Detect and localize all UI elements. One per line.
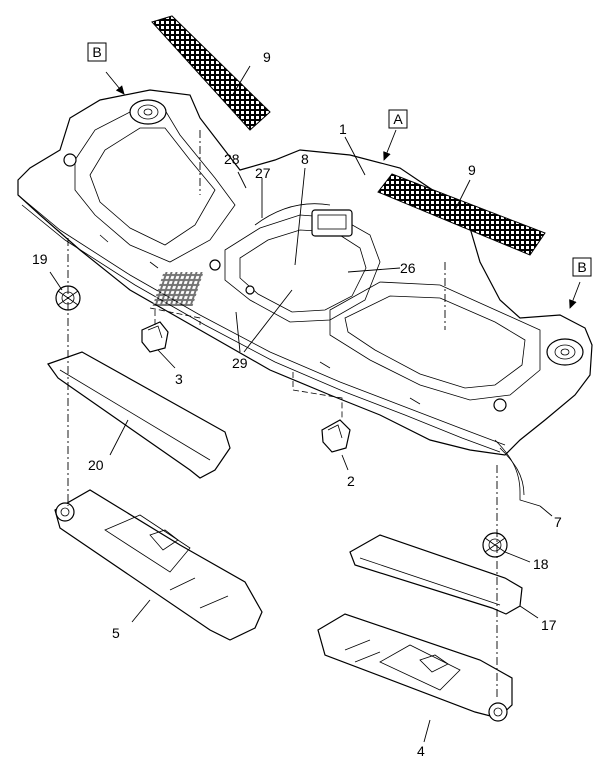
headliner-console bbox=[17, 89, 593, 507]
pivot-mount-5 bbox=[55, 502, 75, 522]
clip-2 bbox=[321, 419, 351, 453]
pivot-mount-4 bbox=[488, 702, 508, 722]
view-ref-a: A bbox=[388, 109, 408, 129]
view-ref-b-right: B bbox=[572, 257, 592, 277]
sound-pad-right bbox=[377, 173, 546, 256]
callout-26: 26 bbox=[400, 260, 416, 276]
view-arrow-b-left bbox=[105, 71, 125, 95]
view-arrow-a bbox=[383, 129, 397, 161]
callout-20: 20 bbox=[88, 457, 104, 473]
pivot-bracket-18 bbox=[482, 532, 508, 558]
sun-visor-4 bbox=[317, 613, 513, 719]
callout-9-left: 9 bbox=[263, 49, 271, 65]
svg-text:B: B bbox=[577, 259, 586, 275]
callout-4: 4 bbox=[417, 743, 425, 759]
clip-3 bbox=[141, 321, 169, 353]
callout-5: 5 bbox=[112, 625, 120, 641]
callout-1: 1 bbox=[339, 121, 347, 137]
callout-19: 19 bbox=[32, 251, 48, 267]
callout-18: 18 bbox=[533, 556, 549, 572]
sound-pad-left bbox=[151, 15, 271, 131]
callout-29: 29 bbox=[232, 355, 248, 371]
view-arrow-b-right bbox=[569, 281, 581, 309]
callout-9-right: 9 bbox=[468, 162, 476, 178]
sunshade-cover-20 bbox=[47, 351, 231, 479]
leader-lines bbox=[49, 65, 553, 743]
callout-8: 8 bbox=[301, 151, 309, 167]
callout-27: 27 bbox=[255, 165, 271, 181]
callout-2: 2 bbox=[347, 473, 355, 489]
callout-3: 3 bbox=[175, 371, 183, 387]
svg-text:A: A bbox=[393, 111, 403, 127]
callout-28: 28 bbox=[224, 151, 240, 167]
callout-7: 7 bbox=[554, 514, 562, 530]
view-ref-b-left: B bbox=[87, 42, 107, 62]
callout-17: 17 bbox=[541, 617, 557, 633]
svg-text:B: B bbox=[92, 44, 101, 60]
